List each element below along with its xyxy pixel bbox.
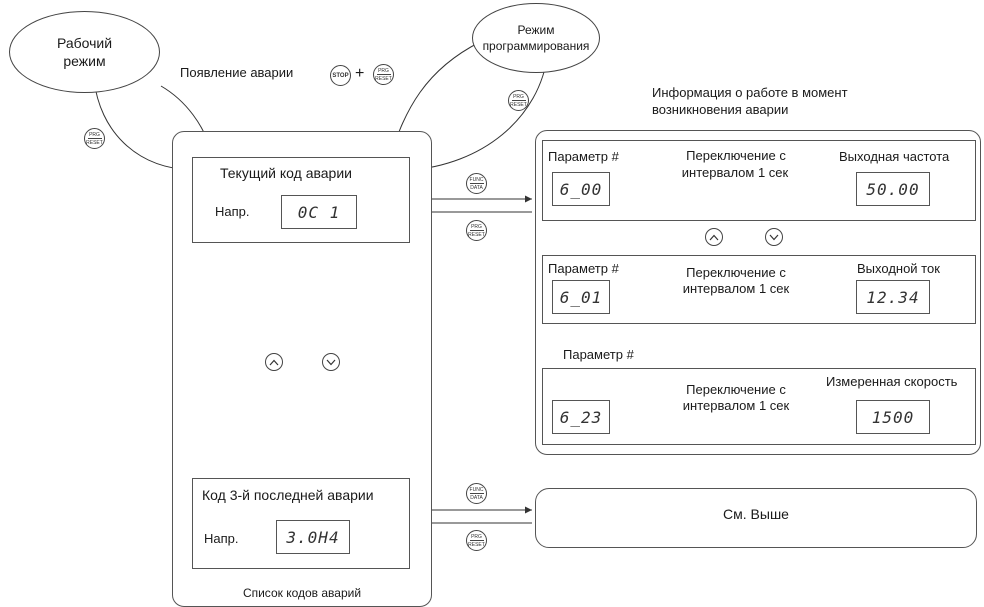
see-above-label: См. Выше [723,506,789,522]
data-label: DATA [470,184,483,191]
current-alarm-display: 0C 1 [281,195,357,229]
program-mode-line1: Режим [517,23,555,37]
up-key-icon-list [265,353,283,371]
program-mode-line2: программирования [482,39,590,53]
current-alarm-example-label: Напр. [215,204,250,219]
run-mode-line2: режим [63,53,106,69]
prg-label: PRG [513,93,524,100]
row2-switch-line1: Переключение с [686,265,786,280]
row3-param-display: 6_23 [552,400,610,434]
row2-value-label: Выходной ток [857,261,940,276]
row1-switch-line1: Переключение с [686,148,786,163]
down-key-icon-list [322,353,340,371]
third-alarm-title: Код 3-й последней аварии [202,487,374,503]
row1-value-label: Выходная частота [839,149,950,164]
row2-value-display: 12.34 [856,280,930,314]
arrow-program-to-current [409,51,549,173]
stop-key-icon: STOP [330,65,351,86]
row1-value-display: 50.00 [856,172,930,206]
row1-switch-line2-visible: интервалом 1 сек [681,165,789,180]
data-label: DATA [470,494,483,501]
info-title-line1: Информация о работе в момент [652,85,848,100]
row2-switch-text: Переключение с интервалом 1 сек [656,265,816,297]
alarm-appearance-label: Появление аварии [180,65,294,80]
row3-value-display: 1500 [856,400,930,434]
up-key-icon-rows [705,228,723,246]
func-label: FUNC [469,486,484,493]
info-title: Информация о работе в момент возникновен… [652,84,848,118]
third-alarm-example-label: Напр. [204,531,239,546]
plus-sign: + [355,65,365,82]
row3-param-label: Параметр # [563,347,634,362]
alarm-list-label: Список кодов аварий [242,586,362,600]
row3-switch-line1: Переключение с [686,382,786,397]
prg-label: PRG [471,223,482,230]
run-mode-line1: Рабочий [56,35,113,51]
reset-label: RESET [86,139,103,146]
row1-param-label: Параметр # [548,149,619,164]
reset-label: RESET [468,541,485,548]
row3-switch-text: Переключение с интервалом 1 сек [656,382,816,414]
prg-label: PRG [89,131,100,138]
reset-label: RESET [510,101,527,108]
program-mode-state: Режим программирования [472,3,600,73]
prg-label: PRG [471,533,482,540]
down-key-icon-rows [765,228,783,246]
see-above-box: См. Выше [535,488,977,548]
info-row-3: Переключение с интервалом 1 сек Измеренн… [542,368,976,445]
current-alarm-title: Текущий код аварии [220,165,352,181]
row3-switch-line2: интервалом 1 сек [682,398,790,413]
row1-switch-text: Переключение с [656,148,816,164]
row2-param-display: 6_01 [552,280,610,314]
func-label: FUNC [469,176,484,183]
row3-value-label: Измеренная скорость [826,374,958,389]
row2-param-label: Параметр # [548,261,619,276]
row2-switch-line2: интервалом 1 сек [682,281,790,296]
run-mode-state: Рабочий режим [9,11,160,93]
third-alarm-display: 3.0H4 [276,520,350,554]
reset-label: RESET [468,231,485,238]
info-row-1: Параметр # Переключение с Выходная часто… [542,140,976,221]
reset-label: RESET [375,75,392,82]
current-alarm-box: Текущий код аварии Напр. 0C 1 [192,157,410,243]
stop-key-label: STOP [332,72,349,79]
info-row-2: Параметр # Переключение с интервалом 1 с… [542,255,976,324]
prg-label: PRG [378,67,389,74]
info-title-line2: возникновения аварии [652,102,789,117]
row1-param-display: 6_00 [552,172,610,206]
third-alarm-box: Код 3-й последней аварии Напр. 3.0H4 [192,478,410,569]
